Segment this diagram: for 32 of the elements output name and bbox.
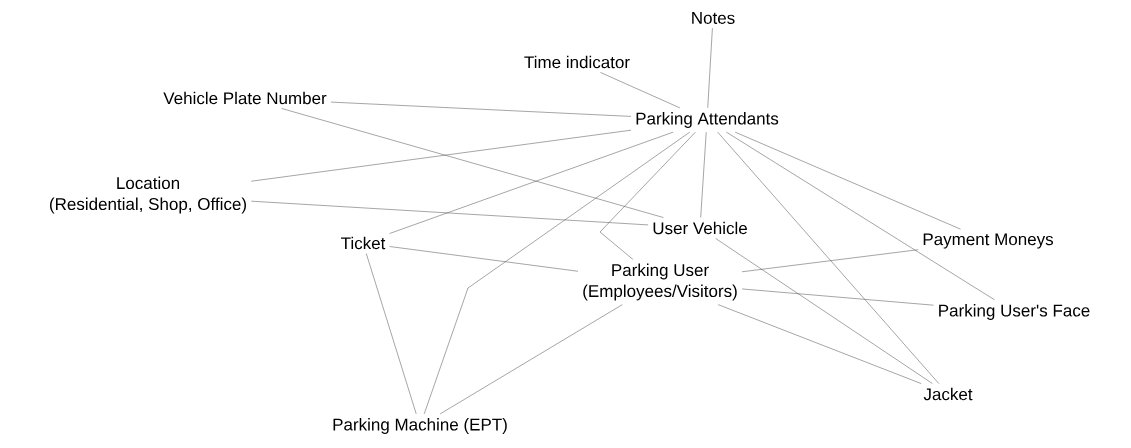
connector-line <box>741 249 919 273</box>
node-label: Payment Moneys <box>923 233 1054 249</box>
node-label: Notes <box>692 12 735 24</box>
node-label: Vehicle Plate Number <box>163 91 327 105</box>
connector-line <box>741 288 934 306</box>
connector-line <box>600 72 681 109</box>
node-label: Location (Residential, Shop, Office) <box>50 176 246 214</box>
connector-line <box>389 246 579 272</box>
connector-line <box>251 129 632 182</box>
connector-line <box>281 108 664 218</box>
node-label: Time indicator <box>524 55 630 69</box>
connector-line <box>734 131 961 230</box>
node-label: Parking User (Employees/Visitors) <box>583 263 737 301</box>
connector-line <box>389 131 674 234</box>
node-label: Parking Attendants <box>636 112 779 128</box>
connector-line <box>717 131 940 384</box>
connector-line <box>439 304 623 415</box>
connector-line <box>366 253 417 415</box>
connector-line <box>726 131 995 301</box>
connector-line <box>423 131 690 415</box>
node-label: Jacket <box>923 387 973 401</box>
node-label: Parking Machine (EPT) <box>333 418 507 434</box>
node-label: Ticket <box>341 236 386 250</box>
connector-line <box>599 131 696 260</box>
connector-line <box>251 200 649 226</box>
node-label: User Vehicle <box>653 221 747 235</box>
connector-line <box>700 131 707 218</box>
connector-line <box>330 101 632 117</box>
connector-line <box>707 27 713 109</box>
connector-line <box>717 304 922 384</box>
node-label: Parking User's Face <box>939 304 1090 320</box>
connector-line <box>715 238 933 384</box>
